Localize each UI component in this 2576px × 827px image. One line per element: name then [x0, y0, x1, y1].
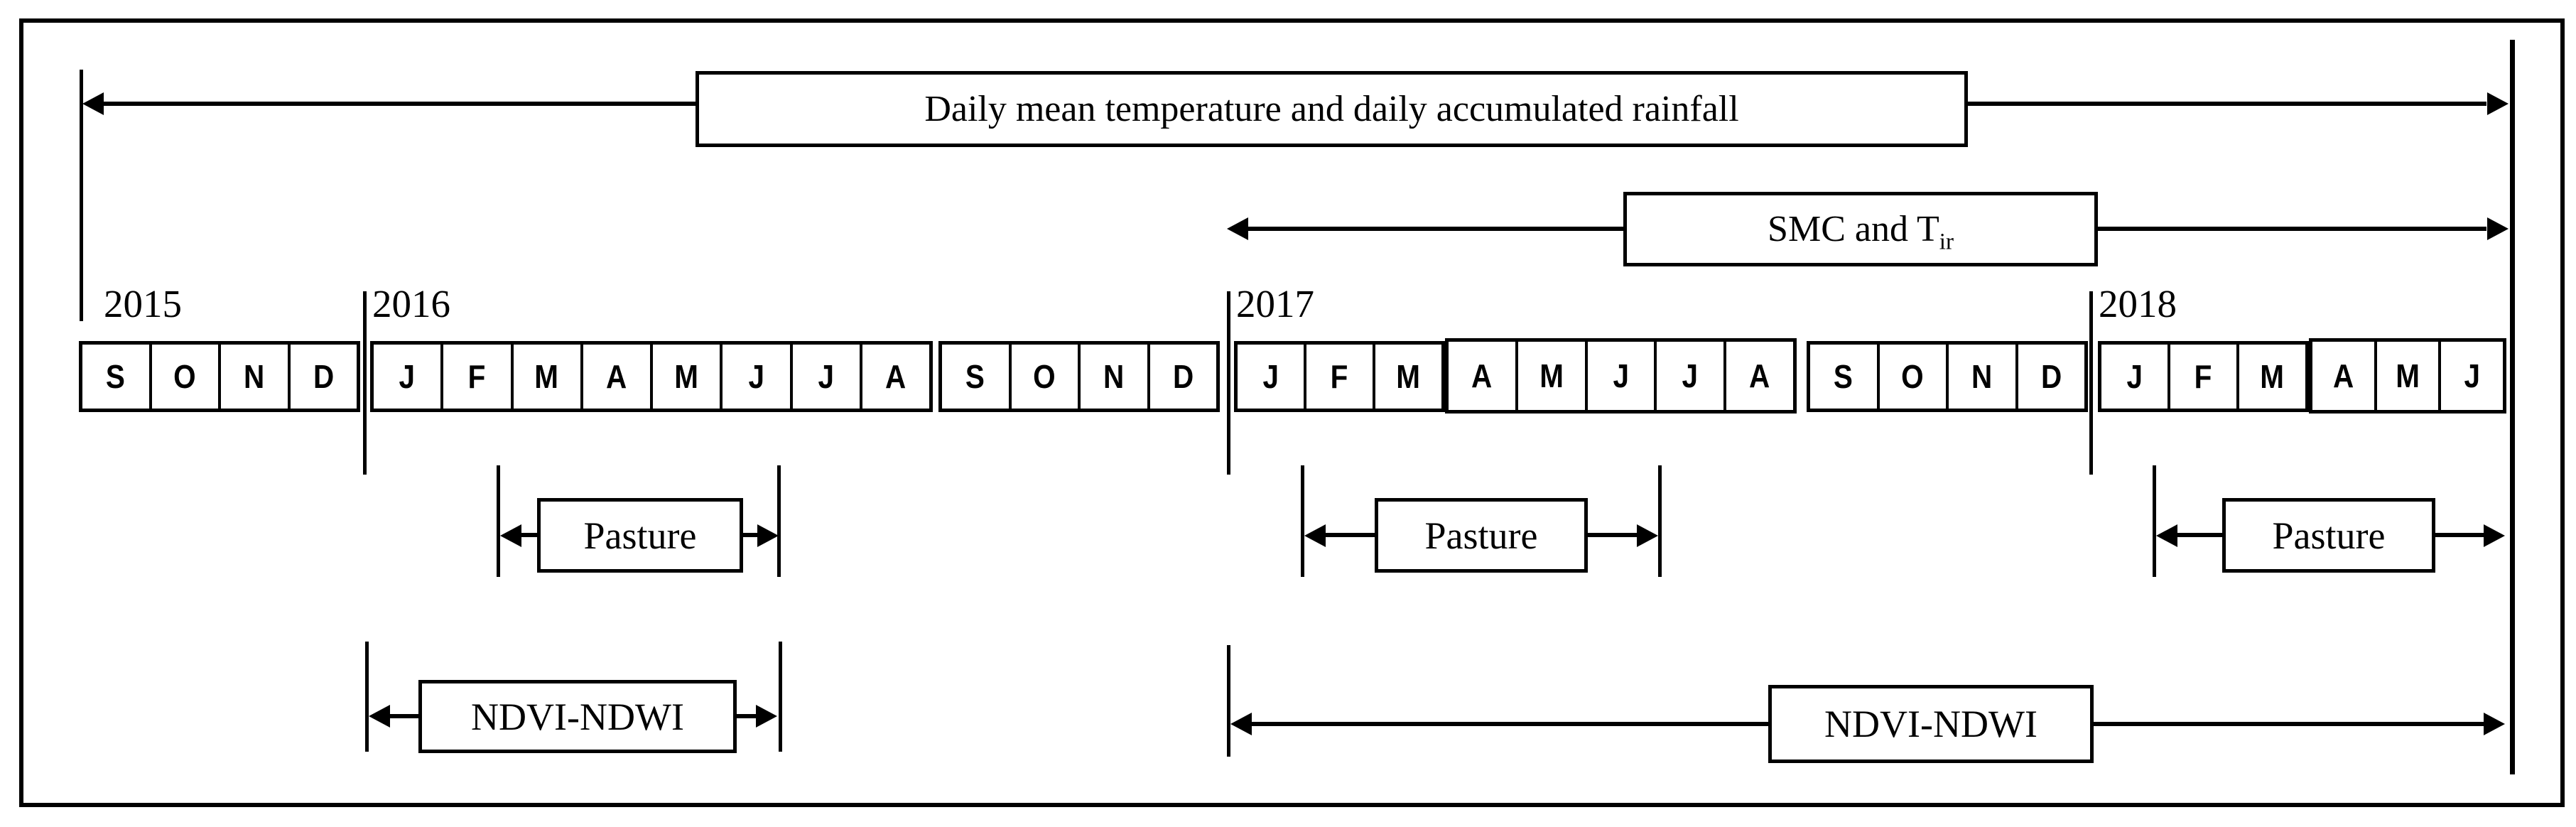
- ndvi-2017-start-tick: [1227, 645, 1230, 757]
- year-label-2018: 2018: [2099, 282, 2177, 325]
- month-cell: A: [2332, 357, 2354, 394]
- pasture-2016-arrow-line-right: [743, 533, 759, 537]
- month-cell: M: [510, 345, 580, 409]
- pasture-2016-arrowhead-left-icon: [500, 524, 521, 547]
- pasture-2018-start-tick: [2153, 465, 2156, 577]
- ndvi-2016-arrowhead-left-icon: [369, 705, 390, 728]
- month-cell: J: [399, 358, 416, 395]
- year-label-2016: 2016: [372, 282, 450, 325]
- ndvi-2016-end-tick: [779, 642, 782, 752]
- year-label-2017: 2017: [1236, 282, 1314, 325]
- temp-rain-arrowhead-left-icon: [82, 92, 104, 115]
- month-cell: F: [440, 345, 510, 409]
- month-cell: S: [965, 358, 985, 395]
- month-cell: M: [1515, 342, 1585, 410]
- ndvi-2017-label: NDVI-NDWI: [1824, 703, 2037, 745]
- month-cell: S: [1834, 358, 1853, 395]
- month-cell: J: [720, 345, 789, 409]
- ndvi-2016-label-box: NDVI-NDWI: [418, 680, 737, 753]
- ndvi-2017-arrow-line-left: [1250, 722, 1768, 726]
- pasture-2018-arrowhead-left-icon: [2156, 524, 2177, 547]
- pasture-2016-arrowhead-right-icon: [757, 524, 779, 547]
- month-cell: N: [218, 345, 288, 409]
- month-cell: A: [1471, 357, 1493, 394]
- month-cell: O: [1008, 345, 1078, 409]
- year-label-2015: 2015: [104, 282, 182, 325]
- month-cell: O: [1876, 345, 1947, 409]
- pasture-2017-end-tick: [1658, 465, 1662, 577]
- year-line-2018: [2089, 291, 2093, 475]
- month-cell: J: [1654, 342, 1723, 410]
- figure-border: [19, 18, 2565, 807]
- month-cell: J: [2126, 358, 2143, 395]
- ndvi-2017-arrowhead-left-icon: [1230, 713, 1252, 735]
- month-cell: N: [1078, 345, 1147, 409]
- month-cell: D: [287, 345, 357, 409]
- temp-rain-label: Daily mean temperature and daily accumul…: [924, 89, 1739, 129]
- pasture-2018-label: Pasture: [2272, 514, 2386, 557]
- pasture-2016-label-box: Pasture: [537, 498, 743, 573]
- year-line-2016: [363, 291, 367, 475]
- month-cell: M: [2236, 345, 2305, 409]
- smc-arrowhead-right-icon: [2487, 217, 2509, 240]
- pasture-2017-label: Pasture: [1424, 514, 1538, 557]
- month-cell: M: [650, 345, 720, 409]
- pasture-2018-arrow-line-left: [2176, 533, 2222, 537]
- month-cell: J: [1262, 358, 1279, 395]
- month-cell: M: [2374, 342, 2439, 410]
- pasture-2016-arrow-line-left: [520, 533, 537, 537]
- month-cell: D: [1147, 345, 1217, 409]
- month-cell: M: [1373, 345, 1441, 409]
- month-cell: J: [2438, 342, 2503, 410]
- smc-label: SMC and Tir: [1768, 209, 1954, 255]
- month-cell: O: [148, 345, 219, 409]
- month-cell: D: [2015, 345, 2085, 409]
- ndvi-2017-arrowhead-right-icon: [2484, 713, 2505, 735]
- month-cell: S: [106, 358, 126, 395]
- ndvi-2016-arrow-line-left: [389, 714, 418, 718]
- pasture-2018-label-box: Pasture: [2222, 498, 2435, 573]
- pasture-2016-start-tick: [497, 465, 500, 577]
- smc-label-box: SMC and Tir: [1623, 192, 2098, 266]
- ndvi-2016-arrow-line-right: [737, 714, 757, 718]
- ndvi-2017-arrow-line-right: [2094, 722, 2485, 726]
- pasture-2016-end-tick: [777, 465, 781, 577]
- ndvi-2017-label-box: NDVI-NDWI: [1768, 685, 2094, 763]
- month-cell: A: [580, 345, 650, 409]
- ndvi-2016-arrowhead-right-icon: [756, 705, 777, 728]
- pasture-2017-arrow-line-left: [1324, 533, 1375, 537]
- temp-rain-label-box: Daily mean temperature and daily accumul…: [696, 71, 1968, 147]
- month-cell: A: [1723, 342, 1793, 410]
- smc-label-subscript: ir: [1939, 229, 1954, 255]
- ndvi-2016-label: NDVI-NDWI: [471, 695, 684, 738]
- pasture-2016-label: Pasture: [583, 514, 697, 557]
- ndvi-2016-start-tick: [365, 642, 369, 752]
- end-reference-line: [2510, 40, 2515, 774]
- year-line-2017: [1227, 291, 1230, 475]
- pasture-2018-arrowhead-right-icon: [2484, 524, 2505, 547]
- pasture-2017-arrowhead-right-icon: [1637, 524, 1658, 547]
- temp-rain-arrowhead-right-icon: [2487, 92, 2509, 115]
- month-cell: J: [1584, 342, 1655, 410]
- month-cell: N: [1946, 345, 2015, 409]
- pasture-2017-arrowhead-left-icon: [1304, 524, 1326, 547]
- month-cell: F: [1304, 345, 1373, 409]
- smc-arrowhead-left-icon: [1227, 217, 1248, 240]
- pasture-2017-start-tick: [1301, 465, 1304, 577]
- month-cell: J: [789, 345, 860, 409]
- pasture-2018-arrow-line-right: [2435, 533, 2485, 537]
- month-cell: F: [2168, 345, 2236, 409]
- pasture-2017-label-box: Pasture: [1375, 498, 1588, 573]
- pasture-2017-arrow-line-right: [1588, 533, 1638, 537]
- month-cell: A: [859, 345, 929, 409]
- start-reference-line: [80, 70, 83, 321]
